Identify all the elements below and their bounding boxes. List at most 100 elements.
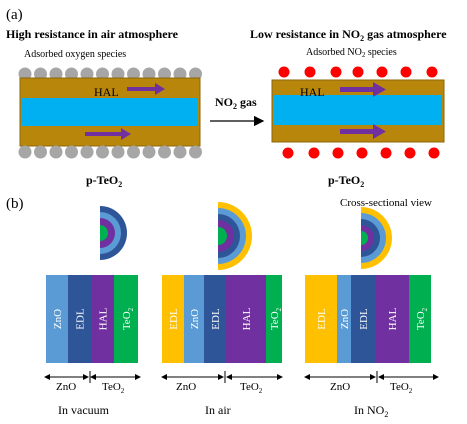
left-hal-arrowhead-bottom (121, 128, 131, 140)
oxygen-species-dot (49, 145, 63, 159)
no2-species-dot (352, 66, 364, 78)
air-layer-label: ZnO (189, 309, 201, 329)
caption-in-no2: In NO2 (354, 403, 388, 419)
vacuum-layer-label: TeO2 (121, 307, 135, 330)
left-hal-arrow-top (127, 87, 157, 91)
right-sensor-film (271, 66, 445, 159)
vacuum-layer-label: EDL (75, 308, 87, 330)
air-layer-label: EDL (210, 308, 222, 330)
no2-layer-3 (375, 275, 409, 363)
oxygen-species-dot (34, 145, 47, 159)
no2-species-bottom (282, 147, 440, 159)
air-layer-label: HAL (241, 307, 253, 330)
no2-layer-label: TeO2 (415, 307, 429, 330)
vacuum-layer-3 (114, 275, 138, 363)
left-sensor-film (18, 67, 202, 159)
no2-species-dot (332, 147, 344, 159)
axis-vacuum: ZnO TeO2 (44, 371, 141, 395)
oxygen-species-dot (18, 67, 32, 81)
vacuum-layer-1 (68, 275, 91, 363)
oxygen-species-dot (96, 145, 109, 159)
oxygen-species-dot (111, 145, 125, 159)
no2-species-dot (426, 66, 438, 78)
oxygen-species-dot (127, 67, 140, 81)
air-layer-2 (204, 275, 226, 363)
no2-species-dot (404, 147, 416, 159)
air-layer-label: TeO2 (269, 307, 283, 330)
axis-vacuum-zno: ZnO (56, 381, 76, 393)
no2-layer-4 (409, 275, 431, 363)
oxygen-species-dot (65, 145, 78, 159)
right-hal-label: HAL (300, 85, 325, 99)
oxygen-species-dot (158, 67, 171, 81)
no2-species-dot (304, 66, 316, 78)
oxygen-species-dot (80, 145, 94, 159)
air-layer-label: EDL (168, 308, 180, 330)
left-hal-arrow-bottom (85, 132, 123, 136)
oxygen-species-dot (142, 145, 156, 159)
no2-species-dot (330, 66, 342, 78)
vacuum-layer-2 (91, 275, 114, 363)
left-hal-label: HAL (94, 85, 119, 99)
air-layer-1 (184, 275, 204, 363)
left-hal-arrowhead-top (155, 83, 165, 95)
right-hal-arrowhead-top (373, 82, 386, 97)
no2-species-dot (400, 66, 412, 78)
oxygen-species-dot (142, 67, 156, 81)
no2-species-dot (428, 147, 440, 159)
oxygen-species-dot (96, 67, 109, 81)
air-layer-3 (226, 275, 266, 363)
oxygen-species-dot (173, 145, 187, 159)
axis-no2-teo2: TeO2 (390, 381, 413, 395)
axis-air-zno: ZnO (176, 381, 196, 393)
no2-layer-2 (351, 275, 375, 363)
layer-stack-vacuum: ZnO EDL HAL TeO2 (46, 275, 138, 363)
no2-species-top (278, 66, 438, 78)
no2-layer-label: HAL (387, 307, 399, 330)
layer-stack-no2: EDL ZnO EDL HAL TeO2 (305, 275, 431, 363)
oxygen-species-dot (158, 145, 171, 159)
caption-in-vacuum: In vacuum (58, 403, 110, 417)
cross-section-vacuum (100, 206, 127, 260)
vacuum-layer-label: ZnO (52, 309, 64, 329)
right-hal-arrow-bottom (340, 129, 376, 134)
oxygen-species-bottom (18, 145, 202, 159)
cross-sectional-view-label: Cross-sectional view (340, 197, 432, 209)
no2-species-dot (278, 66, 290, 78)
oxygen-species-dot (49, 67, 63, 81)
oxygen-species-dot (65, 67, 78, 81)
oxygen-species-dot (189, 67, 202, 81)
right-heading: Low resistance in NO2 gas atmosphere (250, 27, 447, 43)
no2-gas-arrow-label: NO2 gas (215, 95, 257, 111)
no2-species-dot (308, 147, 320, 159)
vacuum-layer-label: HAL (98, 307, 110, 330)
no2-layer-1 (337, 275, 351, 363)
oxygen-species-dot (18, 145, 32, 159)
no2-layer-label: EDL (316, 308, 328, 330)
oxygen-species-dot (173, 67, 187, 81)
air-layer-4 (266, 275, 282, 363)
axis-vacuum-teo2: TeO2 (102, 381, 125, 395)
oxygen-species-dot (34, 67, 47, 81)
oxygen-species-dot (80, 67, 94, 81)
no2-layer-0 (305, 275, 337, 363)
axis-no2-zno: ZnO (330, 381, 350, 393)
no2-species-dot (380, 147, 392, 159)
air-layer-0 (162, 275, 184, 363)
vacuum-layer-0 (46, 275, 68, 363)
no2-species-dot (376, 66, 388, 78)
oxygen-species-dot (189, 145, 202, 159)
no2-species-dot (282, 147, 294, 159)
caption-in-air: In air (205, 403, 231, 417)
right-subheading: Adsorbed NO2 species (306, 47, 397, 59)
axis-air-teo2: TeO2 (240, 381, 263, 395)
axis-air: ZnO TeO2 (161, 371, 283, 395)
no2-layer-label: EDL (358, 308, 370, 330)
right-hal-arrow-top (340, 87, 376, 92)
no2-layer-label: ZnO (339, 309, 351, 329)
oxygen-species-dot (127, 145, 140, 159)
cross-section-air (218, 202, 252, 270)
panel-b-label: (b) (6, 196, 24, 212)
no2-species-dot (356, 147, 368, 159)
